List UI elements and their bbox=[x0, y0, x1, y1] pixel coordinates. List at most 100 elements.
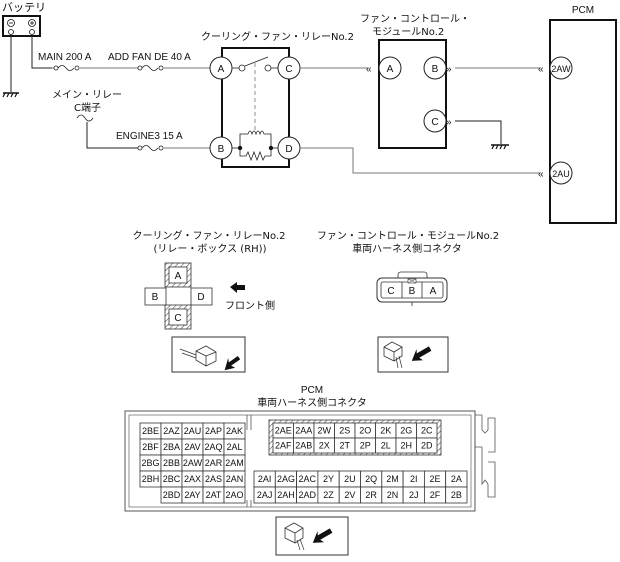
svg-text:2H: 2H bbox=[400, 441, 412, 451]
fuse-engine3-icon bbox=[137, 143, 164, 153]
svg-text:2BD: 2BD bbox=[163, 490, 181, 500]
pcm-terminal-2be: 2BE bbox=[139, 422, 162, 440]
fuse-add-fan-icon bbox=[137, 63, 164, 73]
pcm-terminal-2bc: 2BC bbox=[160, 470, 183, 488]
pcm-terminal-2at: 2AT bbox=[202, 486, 225, 504]
module-connector-pin-c: C bbox=[387, 286, 394, 297]
svg-text:A: A bbox=[387, 64, 394, 75]
terminal-connector-icon bbox=[76, 114, 94, 122]
svg-text:2AN: 2AN bbox=[226, 474, 244, 484]
wire-main-relay bbox=[86, 122, 138, 149]
svg-text:B: B bbox=[432, 64, 439, 75]
svg-text:2T: 2T bbox=[339, 441, 350, 451]
pcm-connector-title-line1: PCM bbox=[301, 385, 323, 396]
pcm-terminal-2ar: 2AR bbox=[202, 454, 225, 472]
svg-text:2AZ: 2AZ bbox=[163, 426, 180, 436]
pcm-terminal-2g: 2G bbox=[395, 422, 417, 439]
module-connector-face: C B A bbox=[376, 271, 448, 306]
svg-text:2AI: 2AI bbox=[258, 474, 272, 484]
svg-text:2AP: 2AP bbox=[205, 426, 222, 436]
pcm-terminal-2am: 2AM bbox=[223, 454, 246, 472]
pcm-terminal-2w: 2W bbox=[313, 422, 335, 439]
pcm-terminal-2o: 2O bbox=[354, 422, 376, 439]
pcm-pin-2au: « 2AU bbox=[538, 161, 573, 185]
relay-view-title-line1: クーリング・ファン・リレーNo.2 bbox=[133, 229, 286, 242]
svg-text:2BE: 2BE bbox=[142, 426, 159, 436]
svg-text:2BC: 2BC bbox=[163, 474, 181, 484]
svg-text:2V: 2V bbox=[344, 490, 355, 500]
pcm-terminal-2c: 2C bbox=[416, 422, 438, 439]
pcm-terminal-2i: 2I bbox=[402, 470, 425, 488]
pcm-body bbox=[549, 19, 617, 224]
pcm-pin-2aw: « 2AW bbox=[538, 56, 573, 80]
module-title-line1: ファン・コントロール・ bbox=[360, 14, 470, 25]
svg-text:2S: 2S bbox=[339, 426, 350, 436]
pcm-terminal-2ax: 2AX bbox=[181, 470, 204, 488]
fuse-main-label: MAIN 200 A bbox=[38, 52, 92, 63]
pcm-terminal-2au: 2AU bbox=[181, 422, 204, 440]
fuse-engine3-label: ENGINE3 15 A bbox=[116, 131, 183, 142]
pcm-terminal-2aa: 2AA bbox=[293, 422, 315, 439]
wire-module-c-ground bbox=[455, 120, 502, 144]
module-title-line2: モジュールNo.2 bbox=[372, 27, 444, 38]
main-relay-label-line1: メイン・リレー bbox=[52, 90, 122, 101]
svg-text:2AM: 2AM bbox=[225, 458, 244, 468]
svg-text:2AV: 2AV bbox=[184, 442, 200, 452]
svg-text:2U: 2U bbox=[344, 474, 356, 484]
svg-text:2AW: 2AW bbox=[551, 64, 571, 74]
pcm-terminal-2b: 2B bbox=[445, 486, 468, 504]
connector-icon: « bbox=[538, 169, 544, 180]
ground-icon bbox=[2, 92, 19, 98]
pcm-terminal-2k: 2K bbox=[375, 422, 397, 439]
front-side-label: フロント側 bbox=[225, 299, 275, 312]
relay-pin-b: B bbox=[209, 136, 240, 160]
svg-text:D: D bbox=[285, 144, 292, 155]
svg-text:2BF: 2BF bbox=[142, 442, 159, 452]
pcm-terminal-2ac: 2AC bbox=[296, 470, 319, 488]
svg-text:2D: 2D bbox=[421, 441, 433, 451]
cooling-fan-relay: A C B D bbox=[209, 47, 301, 168]
module-pin-a: « A bbox=[366, 56, 402, 80]
svg-text:2AG: 2AG bbox=[277, 474, 295, 484]
svg-text:2AR: 2AR bbox=[205, 458, 223, 468]
pcm-terminal-2h: 2H bbox=[395, 437, 417, 454]
svg-text:2K: 2K bbox=[380, 426, 391, 436]
relay-pin-layout: A B D C bbox=[144, 262, 213, 330]
svg-text:2AY: 2AY bbox=[184, 490, 200, 500]
pcm-terminal-2z: 2Z bbox=[317, 486, 340, 504]
battery-label: バッテリ bbox=[2, 1, 46, 14]
svg-text:2AH: 2AH bbox=[277, 490, 295, 500]
relay-layout-pin-a: A bbox=[175, 271, 182, 282]
svg-text:2B: 2B bbox=[451, 490, 462, 500]
svg-text:2AK: 2AK bbox=[226, 426, 243, 436]
pcm-terminal-2ap: 2AP bbox=[202, 422, 225, 440]
pcm-terminal-2d: 2D bbox=[416, 437, 438, 454]
main-relay-label-line2: C端子 bbox=[74, 101, 101, 114]
svg-text:2R: 2R bbox=[365, 490, 377, 500]
svg-text:2AD: 2AD bbox=[298, 490, 316, 500]
svg-text:2BA: 2BA bbox=[163, 442, 180, 452]
relay-connector-view-icon bbox=[171, 336, 246, 373]
fuse-add-fan-label: ADD FAN DE 40 A bbox=[108, 52, 191, 63]
svg-text:2AT: 2AT bbox=[206, 490, 222, 500]
svg-text:B: B bbox=[218, 144, 225, 155]
svg-text:2BB: 2BB bbox=[163, 458, 180, 468]
svg-text:2AL: 2AL bbox=[226, 442, 242, 452]
pcm-terminal-2e: 2E bbox=[423, 470, 447, 488]
battery: バッテリ bbox=[2, 1, 46, 37]
svg-text:C: C bbox=[285, 64, 292, 75]
pcm-terminal-2bb: 2BB bbox=[160, 454, 183, 472]
relay-title: クーリング・ファン・リレーNo.2 bbox=[201, 30, 354, 43]
pcm-terminal-2v: 2V bbox=[338, 486, 361, 504]
pcm-terminal-2q: 2Q bbox=[360, 470, 383, 488]
pcm-terminal-2f: 2F bbox=[423, 486, 447, 504]
pcm-terminal-2af: 2AF bbox=[272, 437, 294, 454]
svg-text:2O: 2O bbox=[359, 426, 371, 436]
pcm-terminal-2ao: 2AO bbox=[223, 486, 246, 504]
svg-text:2C: 2C bbox=[421, 426, 433, 436]
pcm-terminal-2n: 2N bbox=[381, 486, 404, 504]
module-pin-c: » C bbox=[423, 109, 452, 133]
pcm-terminal-2s: 2S bbox=[334, 422, 356, 439]
